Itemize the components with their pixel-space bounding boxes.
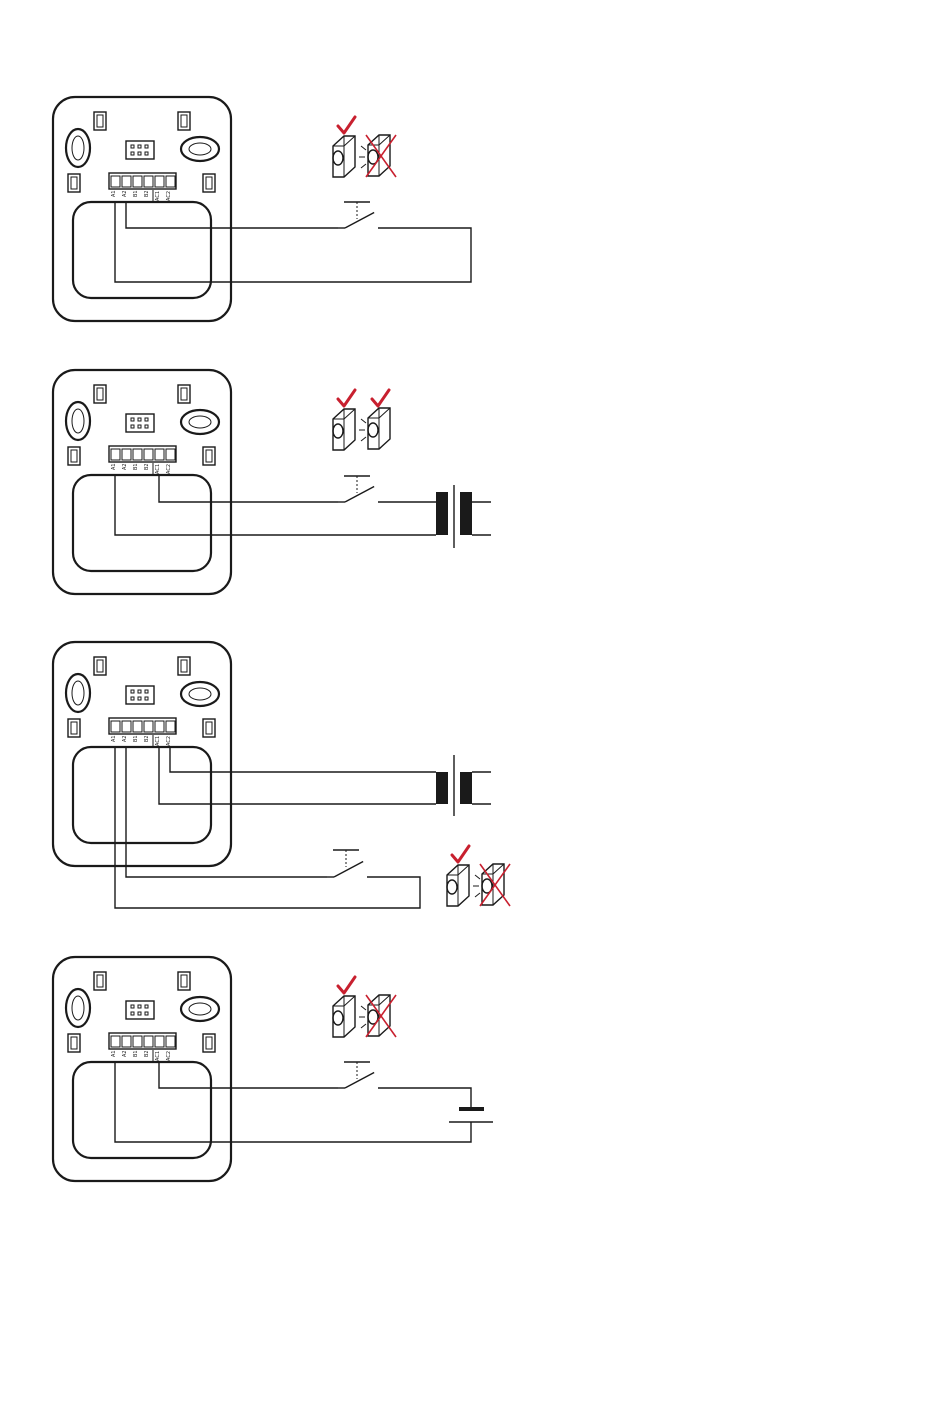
terminal-label-b1: B1 [133, 735, 139, 742]
terminal-label-a1: A1 [111, 190, 117, 197]
module-body [53, 642, 231, 866]
flashing-button-icon [359, 135, 390, 176]
terminal-label-ac1: AC1 [155, 191, 161, 201]
check-icon [338, 390, 355, 406]
transformer-icon [436, 485, 472, 548]
terminal-label-b2: B2 [144, 1050, 150, 1057]
terminal-label-a1: A1 [111, 1050, 117, 1057]
transformer-icon [436, 755, 472, 816]
wiring [115, 475, 491, 535]
wiring-diagram-3: A1 A2 B1 B2 AC1 AC2 [53, 642, 510, 908]
module-body [53, 370, 231, 594]
terminal-label-b2: B2 [144, 190, 150, 197]
terminal-label-ac2: AC2 [166, 191, 172, 201]
battery-icon [449, 1109, 493, 1122]
terminal-label-a2: A2 [122, 735, 128, 742]
flashing-button-icon [473, 864, 504, 905]
terminal-label-ac2: AC2 [166, 736, 172, 746]
terminal-label-ac1: AC1 [155, 464, 161, 474]
terminal-labels: A1 A2 B1 B2 AC1 AC2 [111, 735, 172, 746]
flashing-button-icon [359, 408, 390, 449]
push-button-icon [447, 865, 469, 906]
cross-icon [366, 135, 396, 177]
terminal-label-ac1: AC1 [155, 1051, 161, 1061]
cross-icon [366, 995, 396, 1037]
switch-icon [338, 476, 374, 502]
terminal-label-b2: B2 [144, 735, 150, 742]
flashing-button-icon [359, 995, 390, 1036]
terminal-label-a1: A1 [111, 735, 117, 742]
wiring-diagram-4: A1 A2 B1 B2 AC1 AC2 [53, 957, 493, 1181]
cross-icon [480, 864, 510, 906]
terminal-label-a2: A2 [122, 1050, 128, 1057]
terminal-label-a2: A2 [122, 463, 128, 470]
terminal-label-b2: B2 [144, 463, 150, 470]
terminal-label-ac1: AC1 [155, 736, 161, 746]
check-icon [452, 846, 469, 862]
push-button-icon [333, 996, 355, 1037]
wiring-diagram-2: A1 A2 B1 B2 AC1 AC2 [53, 370, 491, 594]
terminal-label-a2: A2 [122, 190, 128, 197]
terminal-labels: A1 A2 B1 B2 AC1 AC2 [111, 463, 172, 474]
wiring [115, 747, 491, 908]
terminal-label-b1: B1 [133, 190, 139, 197]
terminal-label-a1: A1 [111, 463, 117, 470]
module-body [53, 957, 231, 1181]
push-button-icon [333, 136, 355, 177]
switch-icon [327, 850, 363, 877]
switch-icon [338, 202, 374, 228]
push-button-icon [333, 409, 355, 450]
switch-icon [338, 1062, 374, 1088]
terminal-label-b1: B1 [133, 1050, 139, 1057]
check-icon [372, 390, 389, 406]
terminal-label-b1: B1 [133, 463, 139, 470]
check-icon [338, 977, 355, 993]
terminal-labels: A1 A2 B1 B2 AC1 AC2 [111, 1050, 172, 1061]
terminal-label-ac2: AC2 [166, 464, 172, 474]
wiring-diagram-1: A1 A2 B1 B2 AC1 AC2 [53, 97, 471, 321]
check-icon [338, 117, 355, 133]
module-body [53, 97, 231, 321]
terminal-label-ac2: AC2 [166, 1051, 172, 1061]
wiring [115, 202, 471, 282]
terminal-labels: A1 A2 B1 B2 AC1 AC2 [111, 190, 172, 201]
wiring [115, 1062, 471, 1142]
